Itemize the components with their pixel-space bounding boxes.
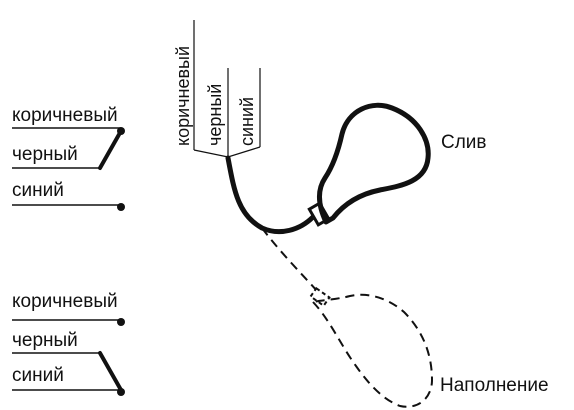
bottom-wire-black-label: черный: [12, 330, 78, 351]
cable-wire-labels: коричневый черный синий: [173, 20, 261, 158]
top-wire-blue-label: синий: [12, 180, 64, 201]
cable-wire-blue-label: синий: [237, 97, 257, 146]
top-terminal-blue: [117, 203, 125, 211]
float-cable-solid: [225, 155, 316, 234]
cable-wire-black-label: черный: [205, 84, 225, 146]
bottom-switch-contact: [98, 351, 123, 392]
top-switch-contact: [98, 129, 123, 170]
bottom-wire-blue-label: синий: [12, 365, 64, 386]
float-clamp-dashed: [309, 286, 331, 308]
bottom-switch-diagram: коричневый черный синий: [12, 291, 125, 396]
float-drain-position: Слив: [225, 102, 487, 234]
fill-label: Наполнение: [440, 375, 549, 396]
drain-label: Слив: [441, 132, 487, 153]
top-wire-black-label: черный: [12, 144, 78, 165]
cable-fan-in: [193, 146, 261, 158]
bottom-terminal-brown: [117, 318, 125, 326]
top-wire-brown-label: коричневый: [12, 105, 118, 126]
float-cable-dashed: [261, 227, 319, 293]
float-fill-position: Наполнение: [261, 227, 549, 408]
top-switch-diagram: коричневый черный синий: [12, 105, 125, 211]
bottom-wire-brown-label: коричневый: [12, 291, 118, 312]
float-body-dashed: [311, 293, 434, 408]
float-body-solid: [317, 102, 431, 225]
cable-wire-brown-label: коричневый: [173, 46, 193, 146]
